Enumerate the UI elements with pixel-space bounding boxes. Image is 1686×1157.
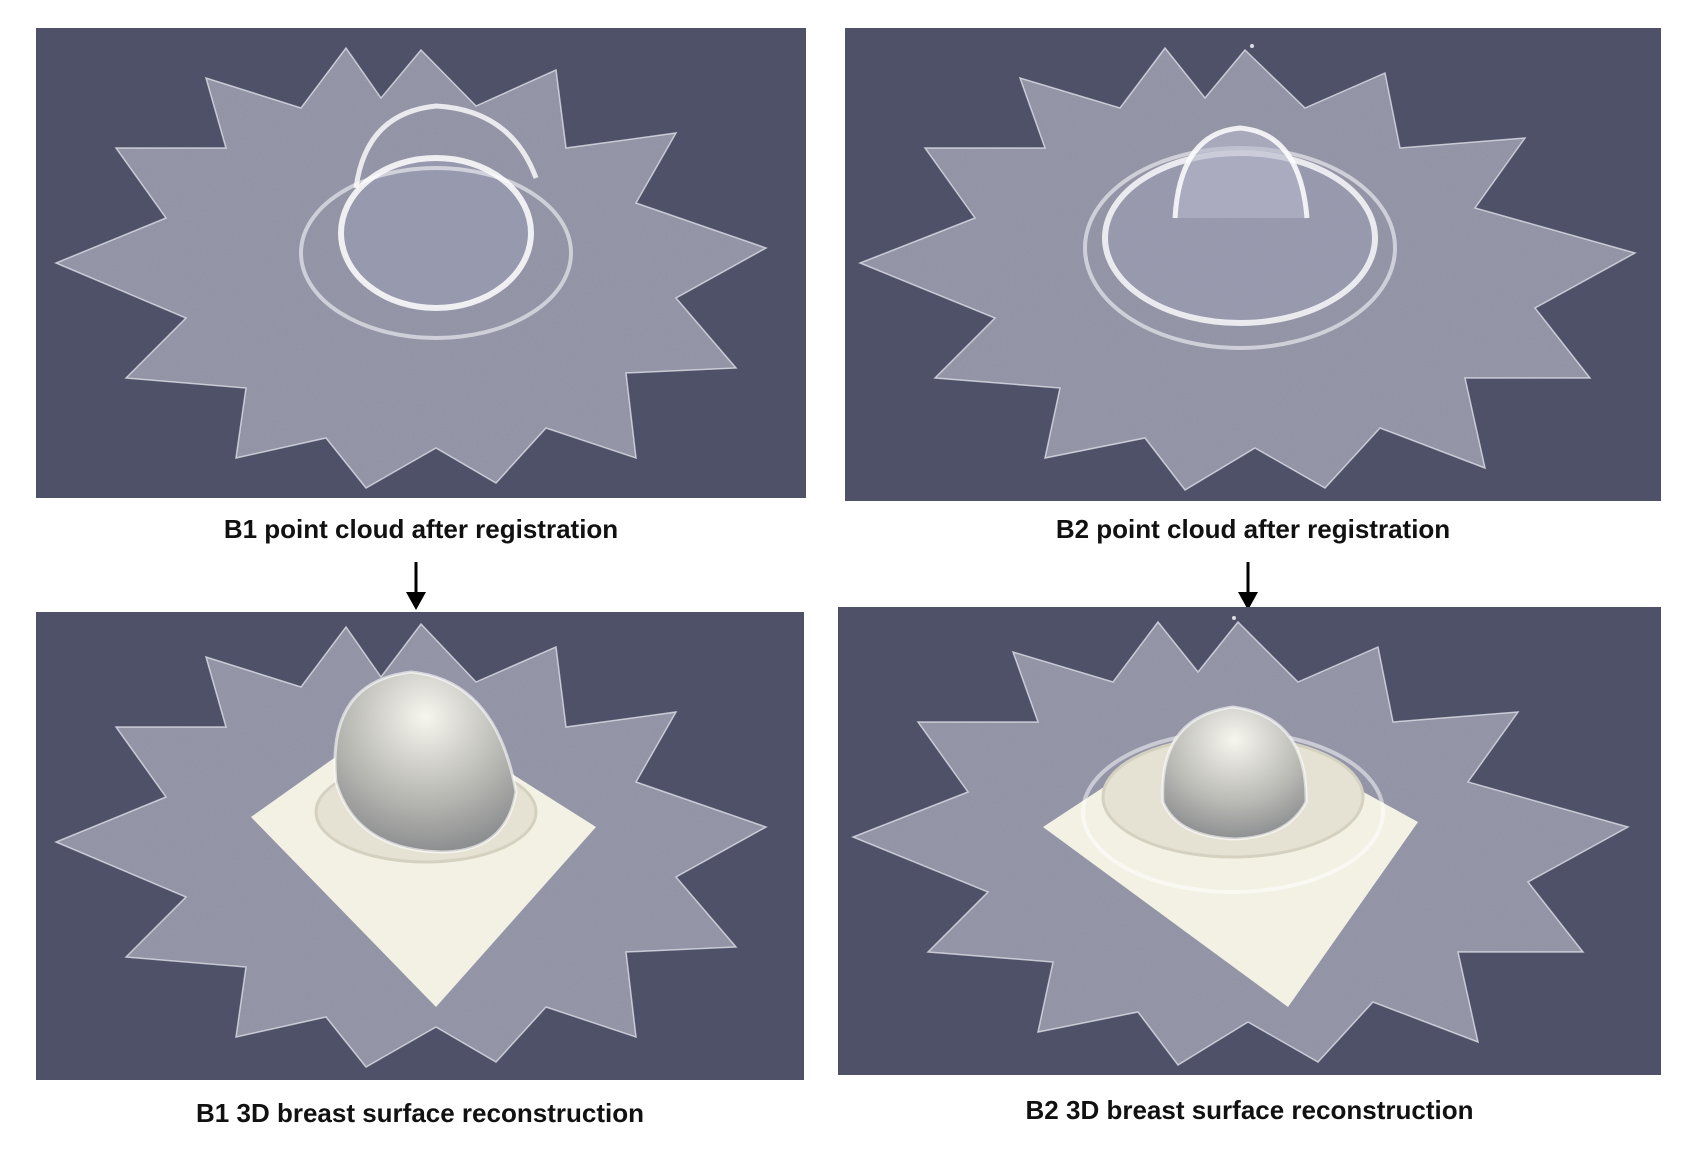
b2-surface-reconstruction-image xyxy=(838,607,1661,1075)
star-point-cloud xyxy=(54,46,768,489)
reconstructed-breast-dome xyxy=(1161,705,1308,841)
star-point-cloud xyxy=(857,44,1637,491)
arrow-down-icon xyxy=(406,562,426,610)
b1-reconstruction-caption: B1 3D breast surface reconstruction xyxy=(196,1098,644,1128)
b1-point-cloud-image xyxy=(36,28,806,498)
b2-point-cloud-image xyxy=(845,28,1661,501)
arrow-down-icon xyxy=(1238,562,1258,610)
b2-point-cloud-caption: B2 point cloud after registration xyxy=(1055,514,1451,544)
b2-reconstruction-caption: B2 3D breast surface reconstruction xyxy=(1025,1095,1474,1125)
b1-surface-reconstruction-image xyxy=(36,612,804,1080)
b1-point-cloud-caption: B1 point cloud after registration xyxy=(223,514,619,544)
reconstructed-breast-dome xyxy=(333,670,518,854)
